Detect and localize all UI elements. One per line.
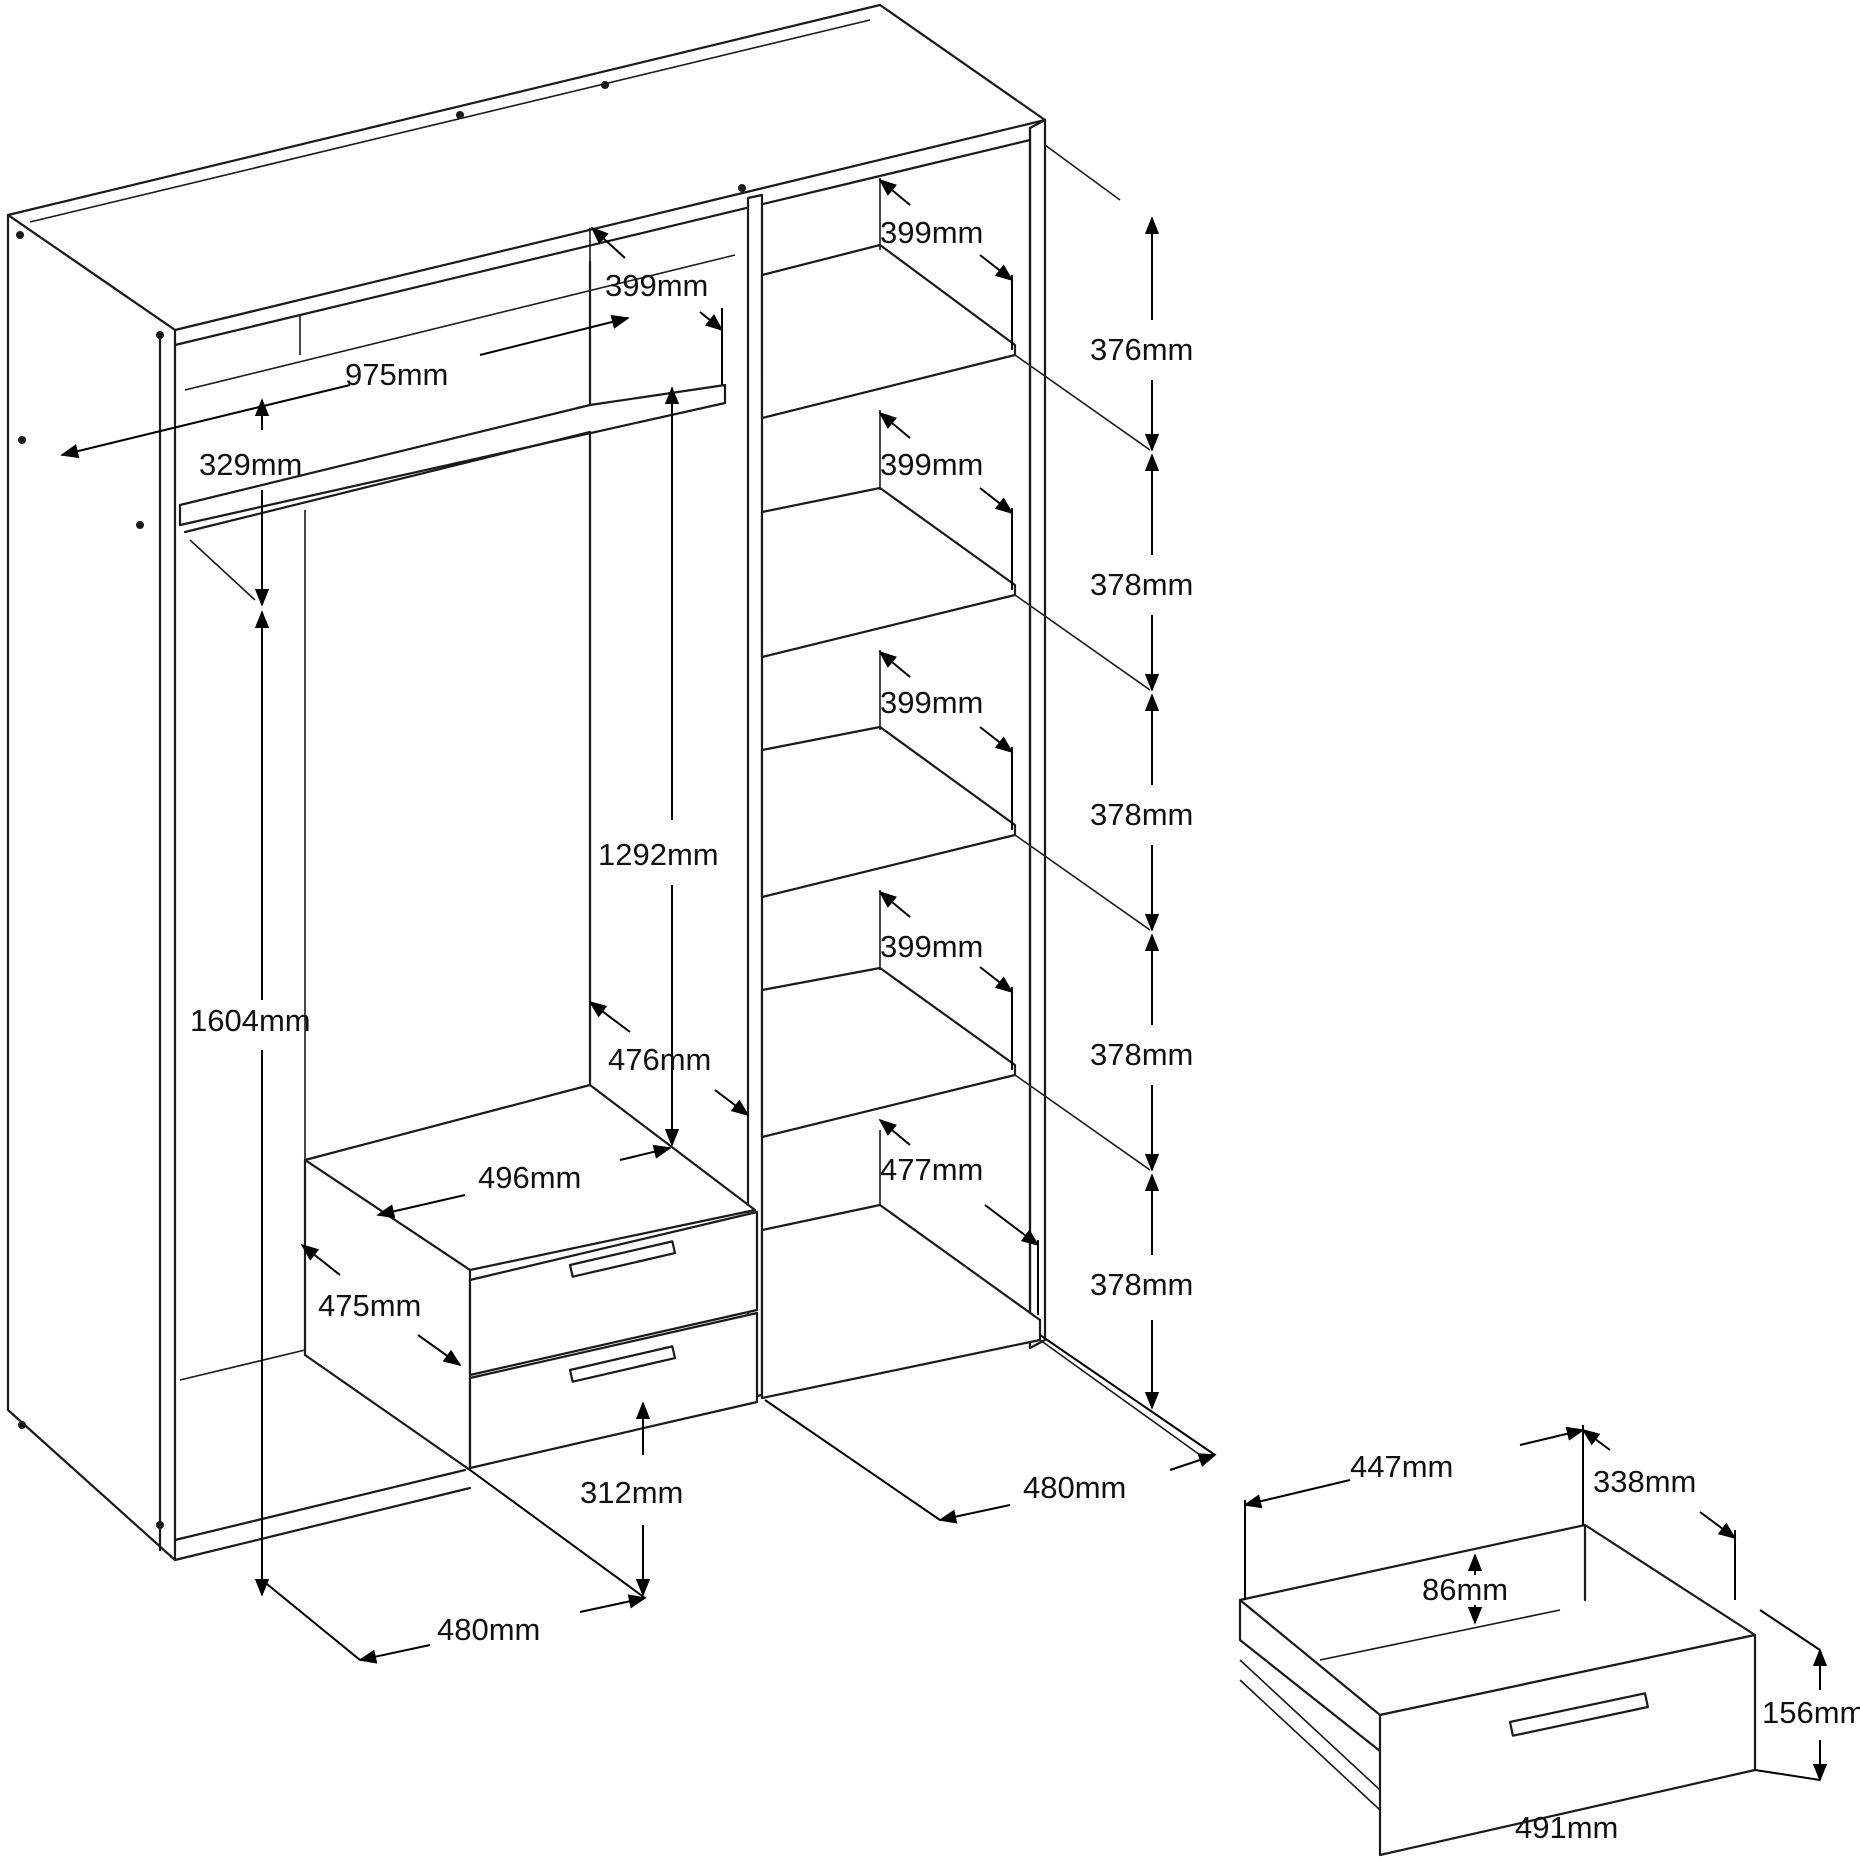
label-left-depth: 480mm bbox=[437, 1612, 540, 1647]
drawer-unit bbox=[303, 1083, 759, 1472]
label-compartment-height-5: 378mm bbox=[1090, 1267, 1193, 1302]
label-top-shelf-depth: 399mm bbox=[605, 268, 708, 303]
label-drawer-unit-depth-top: 476mm bbox=[608, 1042, 711, 1077]
hat-shelf bbox=[178, 383, 727, 527]
left-side-panel bbox=[6, 213, 177, 1562]
label-drawer-width: 447mm bbox=[1350, 1449, 1453, 1484]
label-compartment-height-3: 378mm bbox=[1090, 797, 1193, 832]
label-compartment-height-4: 378mm bbox=[1090, 1037, 1193, 1072]
lower-drawer-handle bbox=[568, 1345, 677, 1383]
label-clear-height: 1292mm bbox=[598, 837, 719, 872]
label-right-depth: 480mm bbox=[1023, 1470, 1126, 1505]
label-compartment-height-1: 376mm bbox=[1090, 332, 1193, 367]
drawer-handle bbox=[1508, 1692, 1649, 1737]
dimension-labels: 399mm 975mm 329mm 1604mm 1292mm 476mm 49… bbox=[190, 215, 1860, 1845]
label-drawer-unit-depth-side: 475mm bbox=[318, 1288, 421, 1323]
hanging-rail bbox=[183, 430, 592, 534]
label-shelf-depth-2: 399mm bbox=[880, 447, 983, 482]
label-drawer-front-height: 156mm bbox=[1762, 1695, 1860, 1730]
label-shelf-depth-1: 399mm bbox=[880, 215, 983, 250]
label-drawer-depth: 338mm bbox=[1593, 1464, 1696, 1499]
dimension-lines bbox=[60, 178, 1828, 1782]
label-drawer-unit-height: 312mm bbox=[580, 1475, 683, 1510]
label-top-compartment-height: 329mm bbox=[199, 447, 302, 482]
label-inner-width: 975mm bbox=[345, 357, 448, 392]
right-shelves bbox=[760, 144, 1201, 1456]
upper-drawer-front bbox=[468, 1210, 759, 1377]
lower-drawer-front bbox=[468, 1311, 759, 1470]
label-drawer-unit-width: 496mm bbox=[478, 1160, 581, 1195]
label-drawer-front-width: 491mm bbox=[1515, 1810, 1618, 1845]
label-shelf-depth-4: 399mm bbox=[880, 929, 983, 964]
label-shelf-depth-bottom: 477mm bbox=[880, 1152, 983, 1187]
label-hanging-height: 1604mm bbox=[190, 1003, 311, 1038]
wardrobe-carcass bbox=[6, 3, 1201, 1562]
label-compartment-height-2: 378mm bbox=[1090, 567, 1193, 602]
label-shelf-depth-3: 399mm bbox=[880, 685, 983, 720]
label-drawer-inner-height: 86mm bbox=[1422, 1572, 1508, 1607]
drawer-detail bbox=[1238, 1523, 1757, 1857]
right-side-panel bbox=[1028, 118, 1047, 1350]
upper-drawer-handle bbox=[568, 1240, 677, 1278]
